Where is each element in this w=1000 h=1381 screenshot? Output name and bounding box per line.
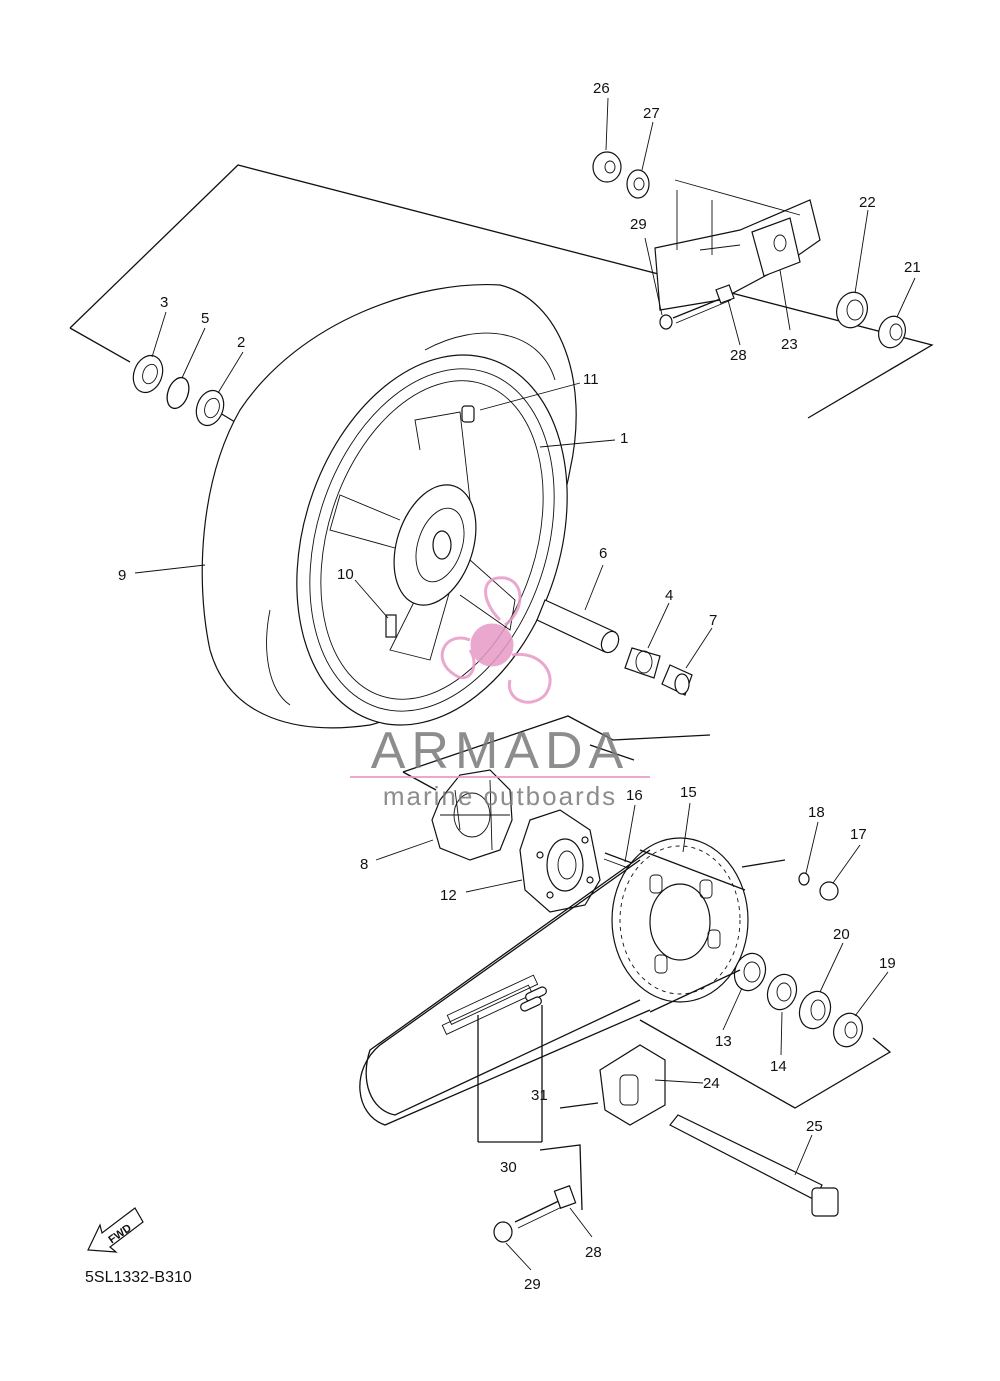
- armada-logo-icon: [440, 576, 552, 704]
- callout-14: 14: [770, 1058, 787, 1075]
- adjuster-block-23: [751, 217, 801, 277]
- clutch-hub-12: [519, 809, 601, 913]
- nut-29-upper: [659, 314, 673, 330]
- bearing-14: [766, 973, 798, 1011]
- callout-28-upper: 28: [730, 347, 747, 364]
- bearing-4: [624, 647, 661, 679]
- callout-12: 12: [440, 887, 457, 904]
- callout-31: 31: [531, 1087, 548, 1104]
- callout-2: 2: [237, 334, 245, 351]
- nut-17: [819, 881, 839, 901]
- fwd-arrow-icon: FWD: [87, 1207, 144, 1253]
- drive-chain: [359, 849, 746, 1126]
- part-callouts: 1 2 3 4 5 6 7 8 9 10 11 12 13 14 15 16 1…: [118, 80, 921, 1293]
- nut-29-lower: [493, 1221, 513, 1243]
- callout-8: 8: [360, 856, 368, 873]
- callout-10: 10: [337, 566, 354, 583]
- diagram-code: 5SL1332-B310: [85, 1269, 192, 1286]
- callout-29-upper: 29: [630, 216, 647, 233]
- seal-20: [798, 990, 832, 1030]
- callout-9: 9: [118, 567, 126, 584]
- callout-29-lower: 29: [524, 1276, 541, 1293]
- bolt-28-lower: [514, 1185, 577, 1229]
- bearing-2: [195, 389, 225, 427]
- washer-27: [626, 169, 650, 199]
- callout-20: 20: [833, 926, 850, 943]
- collar-21: [878, 315, 906, 349]
- callout-17: 17: [850, 826, 867, 843]
- callout-18: 18: [808, 804, 825, 821]
- callout-bracket-30: [477, 1005, 543, 1143]
- callout-16: 16: [626, 787, 643, 804]
- callout-11: 11: [583, 371, 599, 388]
- callout-28-lower: 28: [585, 1244, 602, 1261]
- bolt-28-upper: [672, 284, 735, 324]
- leader-lines: [134, 97, 916, 1271]
- callout-24: 24: [703, 1075, 720, 1092]
- chain-adjuster-24: [599, 1044, 666, 1126]
- collar-6: [536, 599, 620, 654]
- callout-6: 6: [599, 545, 607, 562]
- callout-21: 21: [904, 259, 921, 276]
- chain-joint-31: [520, 986, 547, 1012]
- callout-3: 3: [160, 294, 168, 311]
- callout-15: 15: [680, 784, 697, 801]
- washer-18: [798, 872, 810, 886]
- nut-26: [592, 151, 622, 183]
- watermark-brand: ARMADA: [371, 722, 629, 780]
- collar-19: [833, 1012, 863, 1048]
- armada-watermark: ARMADA marine outboards: [350, 576, 650, 811]
- watermark-tagline: marine outboards: [383, 781, 617, 811]
- callout-4: 4: [665, 587, 673, 604]
- seal-22: [836, 291, 868, 329]
- wheel-axle-25: [669, 1114, 839, 1217]
- callout-1: 1: [620, 430, 628, 447]
- circlip-5: [166, 376, 190, 410]
- bearing-13: [733, 952, 767, 992]
- assembly-outline-lower: [402, 715, 892, 1211]
- callout-5: 5: [201, 310, 209, 327]
- damper-8: [431, 769, 513, 861]
- spacer-7: [661, 664, 693, 696]
- callout-13: 13: [715, 1033, 732, 1050]
- callout-19: 19: [879, 955, 896, 972]
- sprocket-15: [611, 837, 749, 1003]
- callout-30: 30: [500, 1159, 517, 1176]
- callout-22: 22: [859, 194, 876, 211]
- callout-23: 23: [781, 336, 798, 353]
- bearing-3: [132, 354, 164, 394]
- callout-26: 26: [593, 80, 610, 97]
- callout-7: 7: [709, 612, 717, 629]
- callout-25: 25: [806, 1118, 823, 1135]
- callout-27: 27: [643, 105, 660, 122]
